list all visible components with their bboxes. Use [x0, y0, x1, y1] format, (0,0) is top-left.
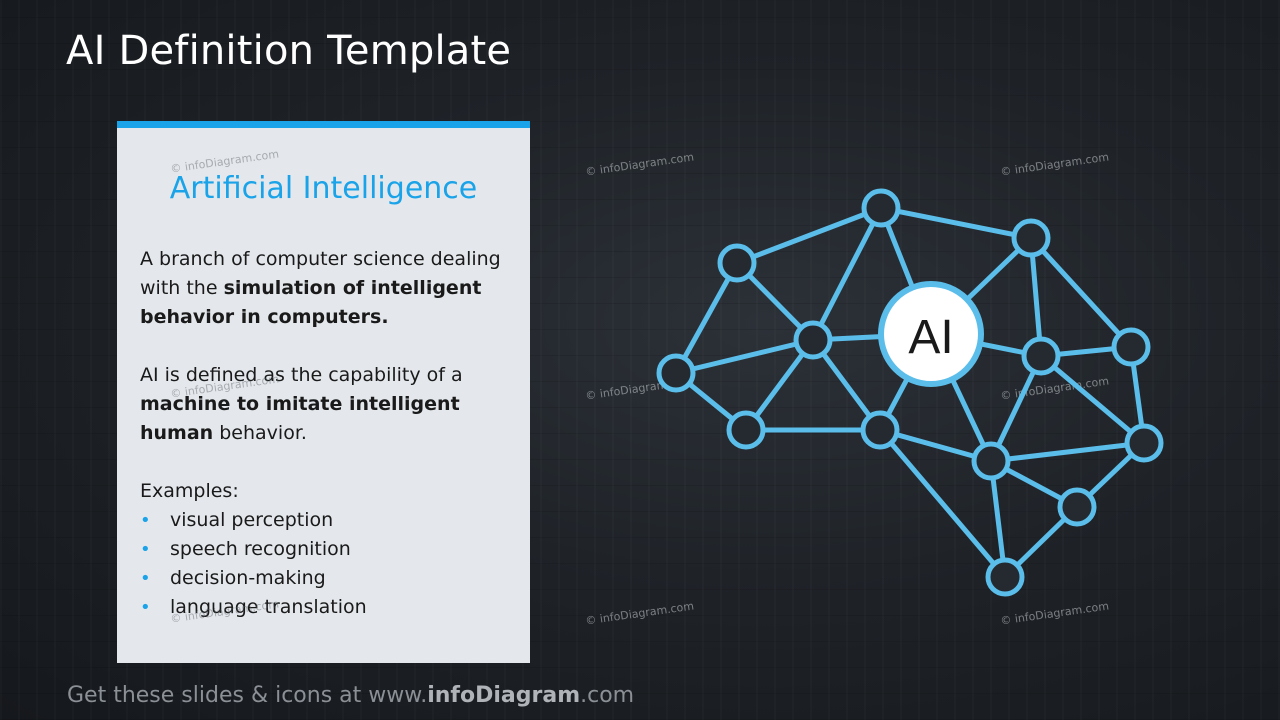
list-item: • decision-making [140, 564, 510, 593]
footer-suffix: .com [580, 683, 635, 708]
network-node [971, 441, 1011, 481]
network-node [985, 557, 1025, 597]
network-edge [673, 260, 740, 376]
bullet-icon: • [140, 539, 151, 560]
network-node [1011, 218, 1051, 258]
example-text: visual perception [170, 509, 334, 531]
network-node [860, 410, 900, 450]
network-edge [1028, 235, 1134, 350]
ai-center-node [878, 281, 984, 387]
para2-text: AI is defined as the capability of a [140, 364, 463, 386]
network-node [1021, 336, 1061, 376]
definition-paragraph-1: A branch of computer science dealing wit… [140, 245, 510, 332]
card-heading: Artificial Intelligence [169, 171, 478, 206]
network-node [656, 353, 696, 393]
network-node [793, 320, 833, 360]
bullet-icon: • [140, 568, 151, 589]
para1-text: A branch of computer science dealing wit… [140, 248, 501, 299]
slide-title: AI Definition Template [66, 28, 512, 74]
network-edge [1038, 353, 1147, 446]
example-text: speech recognition [170, 538, 351, 560]
network-edge [673, 337, 816, 376]
bullet-icon: • [140, 510, 151, 531]
card-body: A branch of computer science dealing wit… [140, 245, 510, 622]
definition-card: Artificial Intelligence A branch of comp… [117, 121, 530, 663]
ai-center-label: AI [908, 311, 953, 364]
network-node [1057, 487, 1097, 527]
list-item: • language translation [140, 593, 510, 622]
examples-list: • visual perception • speech recognition •… [140, 506, 510, 622]
network-edge [1028, 235, 1044, 359]
network-edge [734, 205, 884, 266]
para1-bold: simulation of intelligent behavior in co… [140, 277, 482, 328]
network-node [726, 410, 766, 450]
para2-bold: machine to imitate intelligent human [140, 393, 460, 444]
network-edge [878, 205, 1034, 241]
examples-label: Examples: [140, 480, 239, 502]
network-edge [877, 427, 1008, 580]
network-edge [988, 440, 1147, 464]
network-node [717, 243, 757, 283]
example-text: language translation [170, 596, 367, 618]
example-text: decision-making [170, 567, 326, 589]
ai-network-icon: AI [656, 188, 1164, 597]
network-node [1124, 423, 1164, 463]
bullet-icon: • [140, 597, 151, 618]
network-edge [810, 205, 884, 343]
list-item: • visual perception [140, 506, 510, 535]
card-accent-bar [117, 121, 530, 128]
network-node [1111, 327, 1151, 367]
footer-promo: Get these slides & icons at www.infoDiag… [67, 683, 634, 708]
para2-end: behavior. [213, 422, 307, 444]
list-item: • speech recognition [140, 535, 510, 564]
definition-paragraph-2: AI is defined as the capability of a mac… [140, 361, 510, 448]
network-node [861, 188, 901, 228]
footer-prefix: Get these slides & icons at www. [67, 683, 428, 708]
footer-brand: infoDiagram [427, 683, 581, 708]
